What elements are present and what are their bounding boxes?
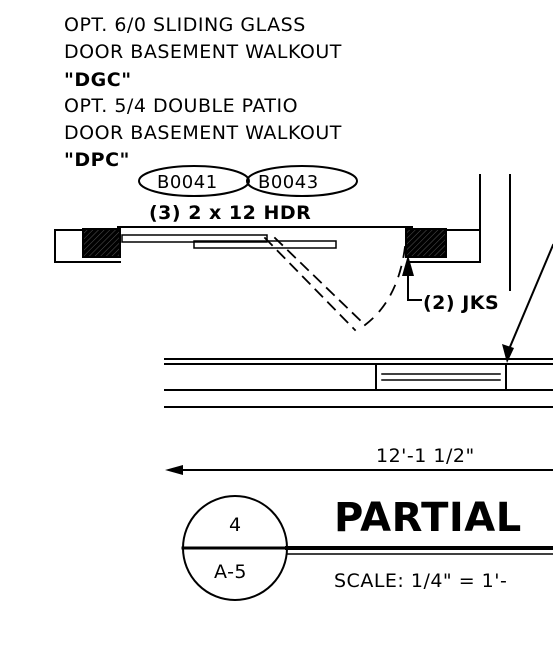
left-jamb-hatched [82,228,121,258]
window-opening [375,363,507,391]
detail-sheet: A-5 [214,561,247,583]
door-swing-arc [363,245,407,327]
right-jamb-hatched [405,228,447,258]
tag-bubble-left [138,165,250,197]
option-1-line-2: DOOR BASEMENT WALKOUT [64,41,342,63]
tag-left-text: B0041 [157,172,218,193]
dimension-label: 12'-1 1/2" [376,445,475,467]
detail-scale: SCALE: 1/4" = 1'- [334,570,507,592]
right-diagonal-leader [505,243,553,356]
header-note: (3) 2 x 12 HDR [149,202,311,224]
detail-title: PARTIAL [334,495,522,541]
tag-bubble-right [246,165,358,197]
door-swing-inner [273,236,367,327]
option-2-line-2: DOOR BASEMENT WALKOUT [64,122,342,144]
sliding-panel-lower [193,240,337,249]
option-2-line-1: OPT. 5/4 DOUBLE PATIO [64,95,298,117]
option-2-code: "DPC" [64,149,130,171]
door-swing-outer [263,236,357,332]
dimension-arrow-left [165,465,183,475]
jack-stud-note: (2) JKS [423,292,499,314]
option-1-line-1: OPT. 6/0 SLIDING GLASS [64,14,306,36]
right-diagonal-arrow [502,344,514,363]
option-1-code: "DGC" [64,69,132,91]
jack-stud-arrow [402,255,414,276]
tag-right-text: B0043 [258,172,319,193]
detail-number: 4 [229,514,242,536]
